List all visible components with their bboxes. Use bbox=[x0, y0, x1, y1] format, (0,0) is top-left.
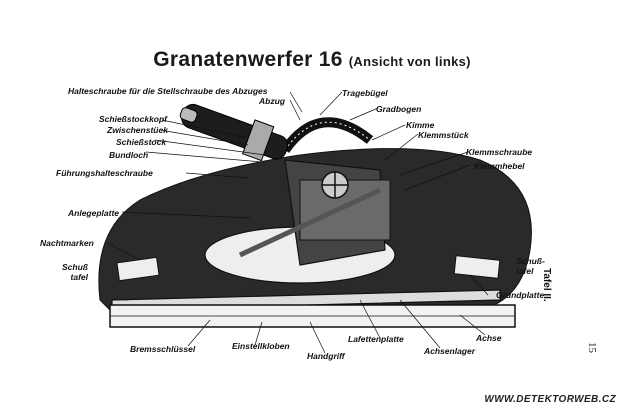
label-achsenlager: Achsenlager bbox=[424, 346, 476, 356]
label-zwischenstueck: Zwischenstück bbox=[107, 125, 168, 135]
watermark: WWW.DETEKTORWEB.CZ bbox=[484, 394, 616, 405]
page-number: 15 bbox=[586, 342, 598, 353]
label-klemmstueck: Klemmstück bbox=[418, 130, 469, 140]
schusstafel-right bbox=[453, 255, 501, 279]
label-kimme: Kimme bbox=[406, 120, 435, 130]
label-anlegeplatte: Anlegeplatte bbox=[68, 208, 120, 218]
label-gradbogen: Gradbogen bbox=[376, 104, 422, 114]
side-label-tafel: Tafel II. bbox=[541, 268, 552, 302]
diagram-title: Granatenwerfer 16 (Ansicht von links) bbox=[0, 48, 624, 72]
label-bremsschluessel: Bremsschlüssel bbox=[130, 344, 196, 354]
handgriff-stick bbox=[238, 187, 382, 258]
label-tragebuegel: Tragebügel bbox=[342, 88, 388, 98]
label-achse: Achse bbox=[476, 333, 502, 343]
label-einstellkloben: Einstellkloben bbox=[232, 341, 290, 351]
barrel bbox=[179, 103, 289, 162]
label-halteschraube: Halteschraube für die Stellschraube des … bbox=[68, 86, 268, 96]
label-lafettenplatte: Lafettenplatte bbox=[348, 334, 404, 344]
label-bundloch: Bundloch bbox=[109, 150, 149, 160]
label-schiessstockkopf: Schießstockkopf bbox=[99, 114, 168, 124]
gradbogen-arc bbox=[280, 117, 374, 153]
label-schiessstock: Schießstock bbox=[116, 137, 167, 147]
label-grundplatte: Grundplatte bbox=[496, 290, 545, 300]
leader-lines bbox=[107, 91, 489, 354]
label-nachtmarken: Nachtmarken bbox=[40, 238, 94, 248]
label-klemmhebel: Klemmhebel bbox=[474, 161, 525, 171]
label-schusstafel-right: Schuß- tafel bbox=[516, 256, 545, 276]
title-text: Granatenwerfer 16 bbox=[153, 48, 343, 71]
schusstafel-left bbox=[116, 256, 160, 282]
label-klemmschraube: Klemmschraube bbox=[466, 147, 533, 157]
label-abzug: Abzug bbox=[259, 96, 285, 106]
subtitle-text: (Ansicht von links) bbox=[348, 54, 471, 69]
label-handgriff: Handgriff bbox=[307, 351, 345, 361]
label-schusstafel-left: Schuß tafel bbox=[62, 262, 88, 282]
label-fuehrungshalteschraube: Führungshalteschraube bbox=[56, 168, 153, 178]
